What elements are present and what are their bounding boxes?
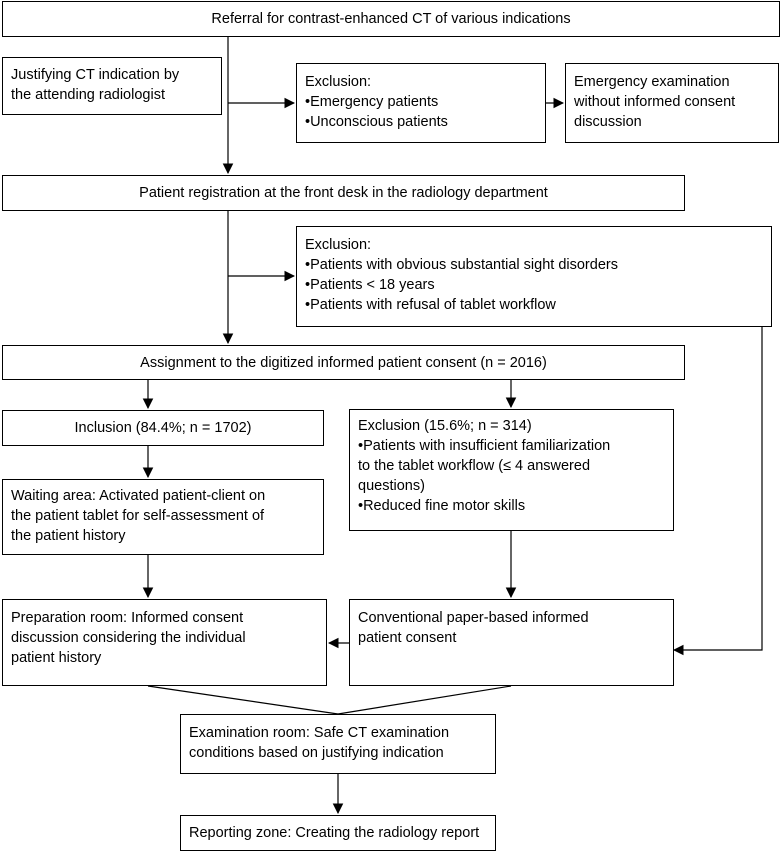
referral-text: Referral for contrast-enhanced CT of var… bbox=[211, 11, 571, 27]
waiting-line-1: Waiting area: Activated patient-client o… bbox=[11, 488, 266, 504]
inclusion-box: Inclusion (84.4%; n = 1702) bbox=[2, 410, 324, 446]
exclusion-3-bullet-2: Reduced fine motor skills bbox=[358, 496, 665, 516]
exclusion-3-heading: Exclusion (15.6%; n = 314) bbox=[358, 418, 532, 434]
assignment-box: Assignment to the digitized informed pat… bbox=[2, 345, 685, 380]
preparation-line-3: patient history bbox=[11, 650, 102, 666]
registration-box: Patient registration at the front desk i… bbox=[2, 175, 685, 211]
reporting-zone-box: Reporting zone: Creating the radiology r… bbox=[180, 815, 496, 851]
exclusion-1-bullet-1: Emergency patients bbox=[305, 92, 537, 112]
paper-line-1: Conventional paper-based informed bbox=[358, 610, 589, 626]
reporting-text: Reporting zone: Creating the radiology r… bbox=[189, 825, 480, 841]
paper-line-2: patient consent bbox=[358, 630, 457, 646]
exclusion-3-bullet-1: Patients with insufficient familiarizati… bbox=[358, 436, 665, 456]
examination-room-box: Examination room: Safe CT examination co… bbox=[180, 714, 496, 774]
exclusion-familiarization-box: Exclusion (15.6%; n = 314) Patients with… bbox=[349, 409, 674, 531]
exclusion-2-bullet-2: Patients < 18 years bbox=[305, 275, 763, 295]
examination-line-2: conditions based on justifying indicatio… bbox=[189, 745, 444, 761]
exclusion-sight-age-box: Exclusion: Patients with obvious substan… bbox=[296, 226, 772, 327]
inclusion-text: Inclusion (84.4%; n = 1702) bbox=[74, 420, 252, 436]
waiting-line-3: the patient history bbox=[11, 528, 126, 544]
referral-box: Referral for contrast-enhanced CT of var… bbox=[2, 1, 780, 37]
emergency-line-3: discussion bbox=[574, 114, 642, 130]
registration-text: Patient registration at the front desk i… bbox=[139, 185, 548, 201]
justify-indication-box: Justifying CT indication by the attendin… bbox=[2, 57, 222, 115]
exclusion-3-bullet-1-cont-b: questions) bbox=[358, 478, 425, 494]
waiting-line-2: the patient tablet for self-assessment o… bbox=[11, 508, 265, 524]
exclusion-3-bullet-1-cont-a: to the tablet workflow (≤ 4 answered bbox=[358, 458, 591, 474]
exclusion-2-bullet-1: Patients with obvious substantial sight … bbox=[305, 255, 763, 275]
examination-line-1: Examination room: Safe CT examination bbox=[189, 725, 450, 741]
exclusion-2-bullet-3: Patients with refusal of tablet workflow bbox=[305, 295, 763, 315]
emergency-line-1: Emergency examination bbox=[574, 74, 730, 90]
connector-preparation-to-examination bbox=[147, 685, 339, 715]
connector-paper-to-examination bbox=[337, 685, 512, 715]
arrow-exclusion-2-to-paper bbox=[672, 327, 763, 656]
exclusion-emergency-box: Exclusion: Emergency patients Unconsciou… bbox=[296, 63, 546, 143]
justify-line-2: the attending radiologist bbox=[11, 87, 165, 103]
preparation-line-1: Preparation room: Informed consent bbox=[11, 610, 244, 626]
paper-consent-box: Conventional paper-based informed patien… bbox=[349, 599, 674, 686]
waiting-area-box: Waiting area: Activated patient-client o… bbox=[2, 479, 324, 555]
emergency-examination-box: Emergency examination without informed c… bbox=[565, 63, 779, 143]
exclusion-2-heading: Exclusion: bbox=[305, 237, 372, 253]
emergency-line-2: without informed consent bbox=[574, 94, 736, 110]
preparation-line-2: discussion considering the individual bbox=[11, 630, 246, 646]
assignment-text: Assignment to the digitized informed pat… bbox=[140, 354, 547, 371]
exclusion-1-heading: Exclusion: bbox=[305, 74, 372, 90]
exclusion-1-bullet-2: Unconscious patients bbox=[305, 112, 537, 132]
preparation-room-box: Preparation room: Informed consent discu… bbox=[2, 599, 327, 686]
justify-line-1: Justifying CT indication by bbox=[11, 67, 180, 83]
